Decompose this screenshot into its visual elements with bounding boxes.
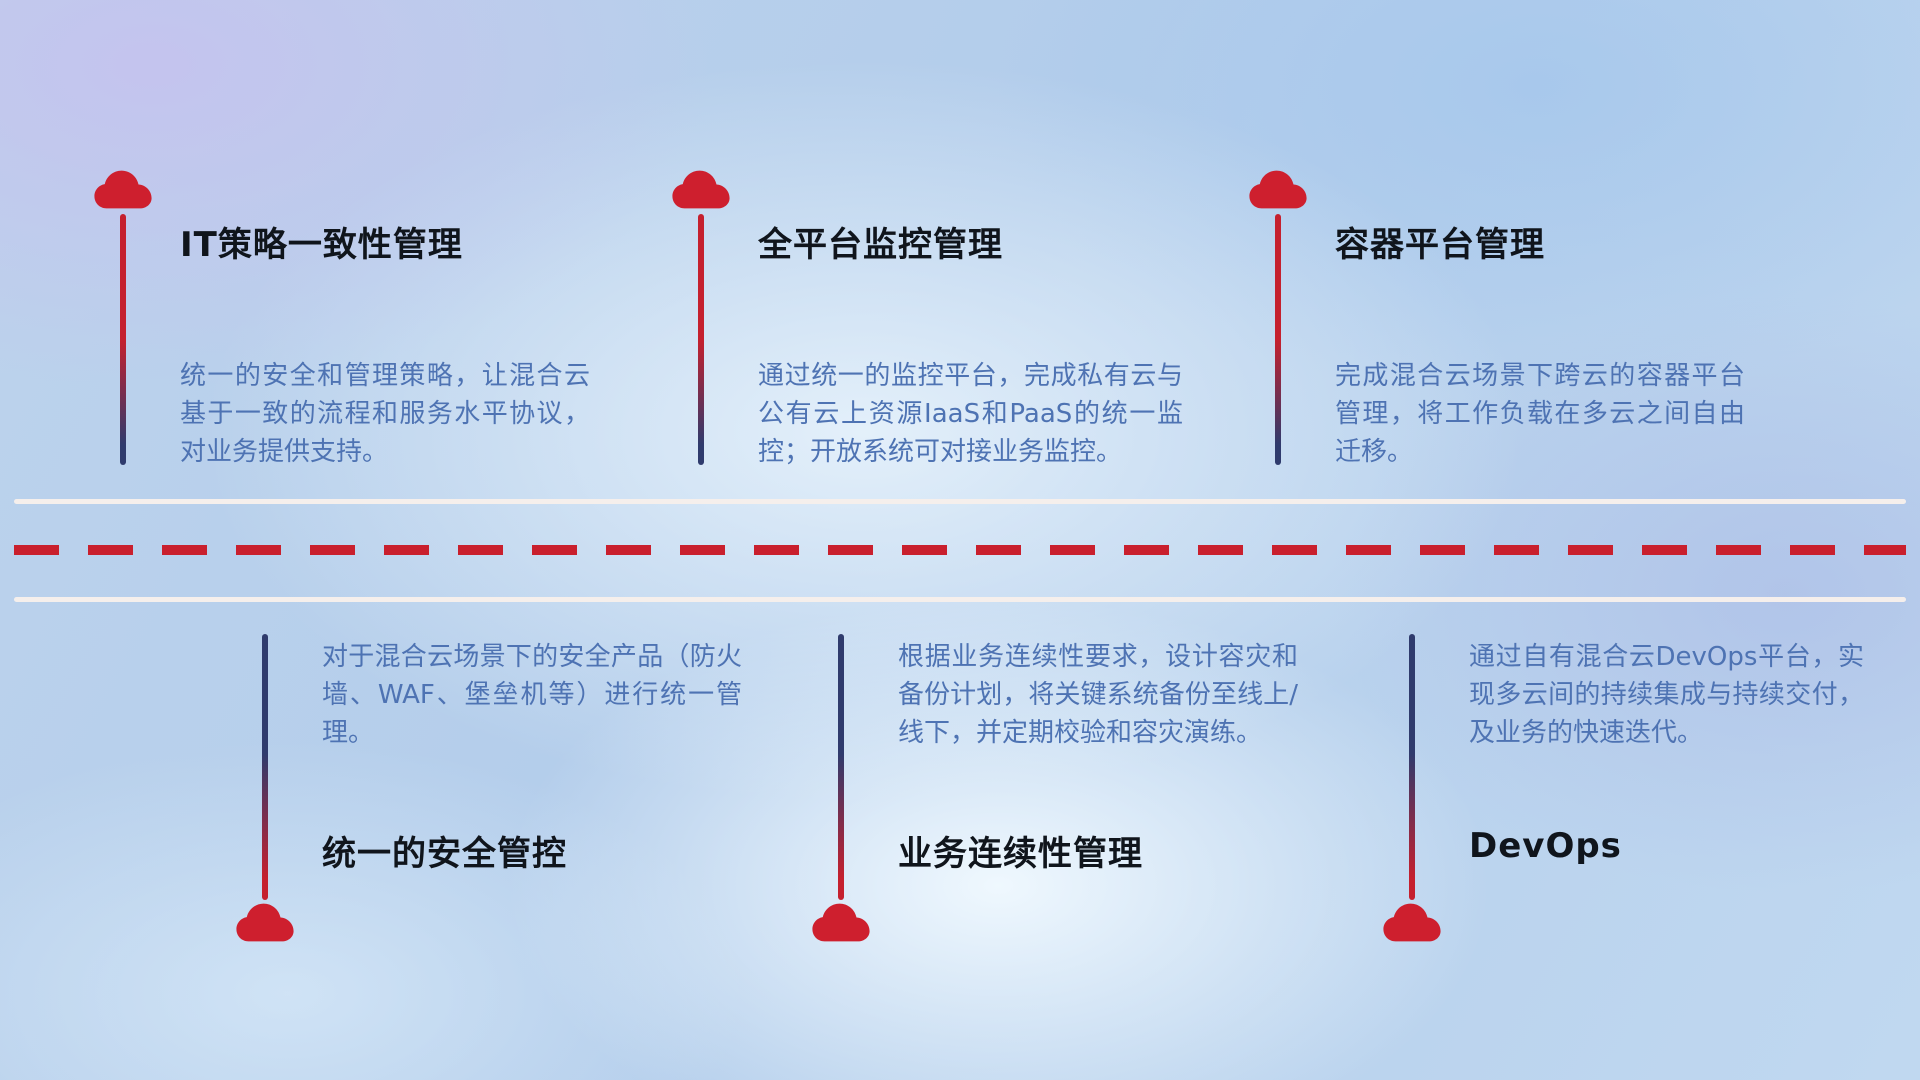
- capability-title: 业务连续性管理: [898, 834, 1143, 874]
- cloud-icon: [1381, 900, 1443, 944]
- pin-line: [838, 634, 844, 900]
- capability-title: DevOps: [1469, 826, 1622, 866]
- cloud-icon: [670, 167, 732, 211]
- road-dashed-center-line: [14, 545, 1906, 555]
- capability-description: 完成混合云场景下跨云的容器平台管理，将工作负载在多云之间自由迁移。: [1335, 361, 1745, 467]
- pin-line: [1409, 634, 1415, 900]
- capability-description: 对于混合云场景下的安全产品（防火墙、WAF、堡垒机等）进行统一管理。: [322, 642, 742, 748]
- pin-line: [1275, 214, 1281, 465]
- road-line-top: [14, 499, 1906, 504]
- capability-title: 容器平台管理: [1335, 225, 1545, 265]
- capability-description: 通过自有混合云DevOps平台，实现多云间的持续集成与持续交付，及业务的快速迭代…: [1469, 642, 1864, 748]
- cloud-icon: [810, 900, 872, 944]
- pin-line: [698, 214, 704, 465]
- cloud-icon: [234, 900, 296, 944]
- cloud-icon: [1247, 167, 1309, 211]
- pin-line: [262, 634, 268, 900]
- road-line-bottom: [14, 597, 1906, 602]
- capability-description: 统一的安全和管理策略，让混合云基于一致的流程和服务水平协议，对业务提供支持。: [180, 361, 590, 467]
- capability-title: IT策略一致性管理: [180, 225, 463, 265]
- capability-title: 全平台监控管理: [758, 225, 1003, 265]
- pin-line: [120, 214, 126, 465]
- capability-description: 根据业务连续性要求，设计容灾和备份计划，将关键系统备份至线上/线下，并定期校验和…: [898, 642, 1298, 748]
- capability-description: 通过统一的监控平台，完成私有云与公有云上资源IaaS和PaaS的统一监控；开放系…: [758, 361, 1183, 467]
- capability-title: 统一的安全管控: [322, 834, 567, 874]
- cloud-icon: [92, 167, 154, 211]
